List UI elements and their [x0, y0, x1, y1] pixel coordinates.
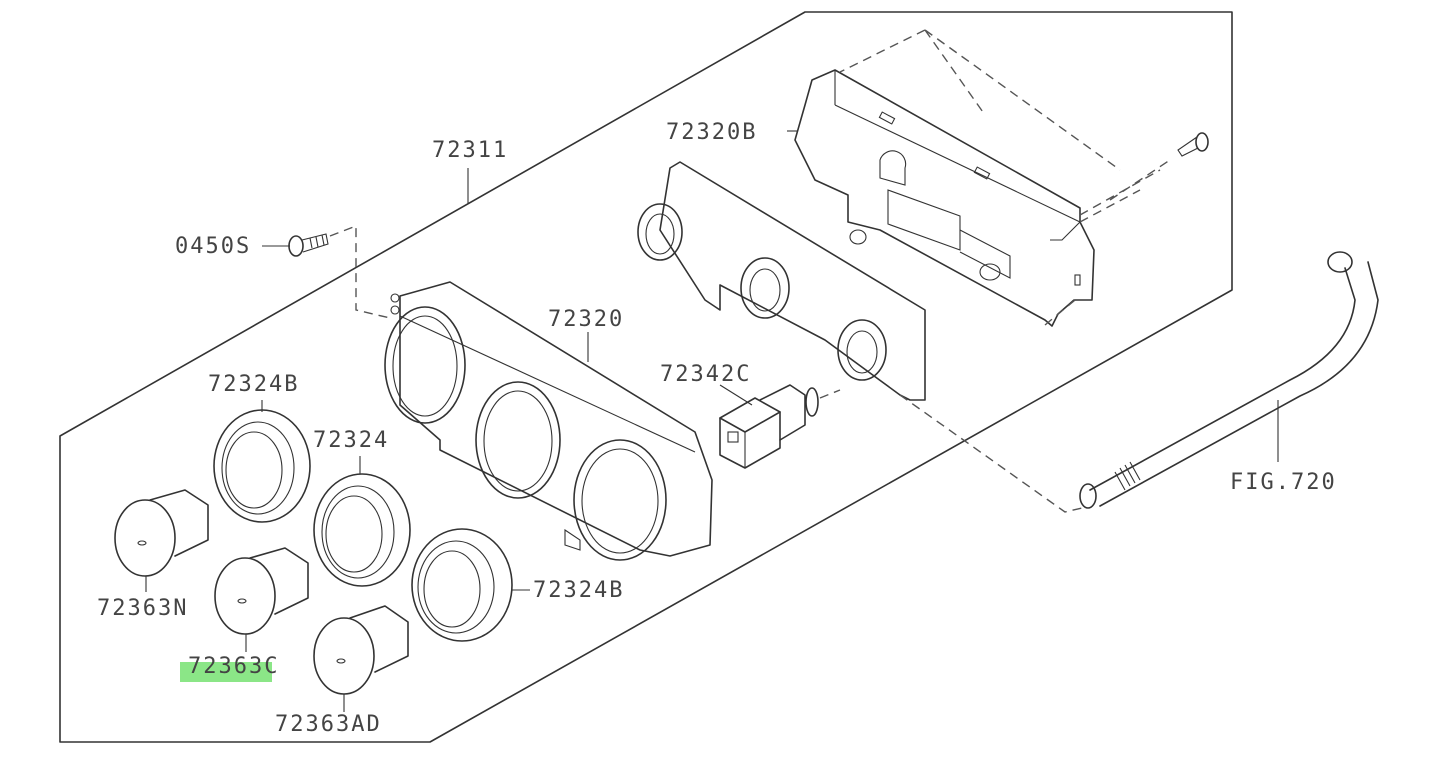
label-72311: 72311 — [432, 138, 509, 163]
knob-72363c — [214, 547, 309, 635]
label-72324b-top: 72324B — [208, 372, 300, 397]
label-72324b-bottom: 72324B — [533, 578, 625, 603]
label-72363ad: 72363AD — [275, 712, 382, 737]
assembly-boundary — [59, 11, 1233, 743]
ring-72324b-top — [213, 409, 311, 523]
rear-control-unit-72320b — [787, 69, 1095, 327]
control-plate-with-knobs — [637, 161, 926, 401]
label-72324: 72324 — [313, 428, 390, 453]
label-0450s: 0450S — [175, 234, 252, 259]
label-72342c: 72342C — [660, 362, 752, 387]
label-72320: 72320 — [548, 307, 625, 332]
highlight-marker — [180, 662, 272, 682]
screw-right-icon — [1177, 132, 1209, 157]
connector-72342c — [719, 384, 819, 469]
label-fig720: FIG.720 — [1230, 470, 1337, 495]
knob-72363ad — [313, 605, 409, 695]
label-72320b: 72320B — [666, 120, 758, 145]
label-72363n: 72363N — [97, 596, 189, 621]
ring-72324-center — [313, 473, 411, 587]
knob-72363n — [114, 489, 209, 577]
label-72363c: 72363C — [188, 654, 280, 679]
hose-fig720 — [1079, 251, 1379, 509]
ring-72324b-bottom — [411, 528, 513, 642]
screw-0450s-icon — [262, 233, 329, 257]
front-bezel-72320 — [384, 281, 713, 561]
